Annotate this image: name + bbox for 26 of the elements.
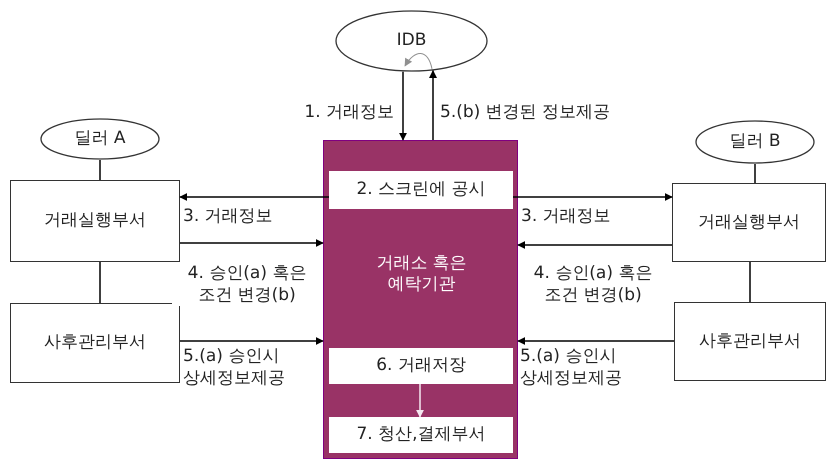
process-box: 사후관리부서 [10,303,180,383]
connector-line [99,262,101,303]
process-box: 거래실행부서 [10,180,180,262]
box-title: 거래소 혹은 예탁기관 [375,253,468,296]
arrow [517,241,672,249]
organization-box [323,140,518,459]
arrow [513,193,673,201]
arrow [517,337,674,345]
arrow [179,193,329,201]
arrow [180,337,324,345]
arrow [404,53,432,70]
step-box: 6. 거래저장 [329,348,513,384]
process-box: 거래실행부서 [672,183,826,262]
arrow [399,72,407,141]
arrow [416,384,424,418]
ellipse-node: IDB [335,10,488,72]
connector-line [99,160,101,180]
connector-line [754,164,756,183]
process-box: 사후관리부서 [674,302,826,381]
ellipse-node: 딜러 A [40,118,160,160]
connector-line [749,262,751,302]
ellipse-node: 딜러 B [695,120,815,164]
step-box: 2. 스크린에 공시 [329,171,513,209]
step-box: 7. 청산,결제부서 [329,417,513,453]
arrow [180,239,324,247]
arrow [429,70,437,140]
